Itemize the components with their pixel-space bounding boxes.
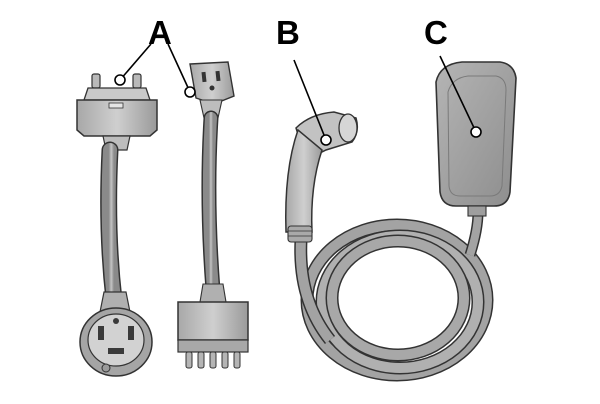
marker-a-left (114, 74, 126, 86)
label-a: A (148, 14, 172, 51)
charging-control-box-icon (435, 61, 517, 217)
marker-a-right (184, 86, 196, 98)
callout-leaders (119, 43, 477, 141)
callout-markers (114, 74, 482, 146)
nema-14-50-adapter-icon (79, 307, 153, 377)
label-b: B (276, 14, 300, 51)
label-c: C (424, 14, 448, 51)
adapter-a-right (177, 61, 249, 369)
adapter-a-left (76, 73, 158, 377)
coiled-cable (294, 211, 494, 382)
nema-5-15-adapter-icon (189, 61, 235, 105)
marker-b (320, 134, 332, 146)
j1772-connector-icon (285, 111, 359, 243)
marker-c (470, 126, 482, 138)
